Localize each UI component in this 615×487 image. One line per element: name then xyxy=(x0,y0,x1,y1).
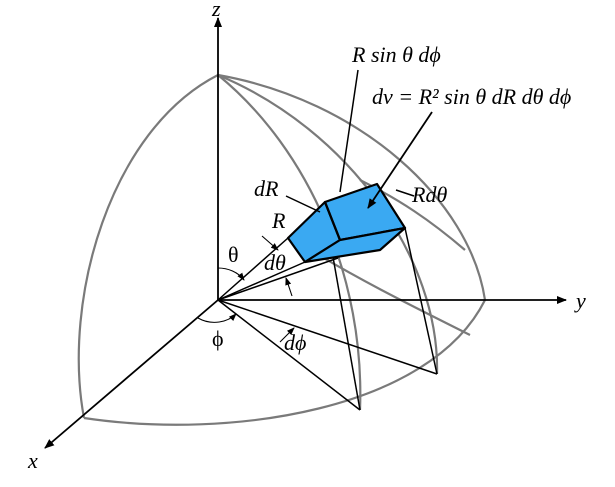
projection-line-2 xyxy=(217,299,438,375)
phi-arc xyxy=(197,313,237,323)
drop-line-2 xyxy=(404,227,438,375)
leader-Rdtheta xyxy=(395,189,415,197)
leader-arc-length-phi xyxy=(339,69,359,193)
meridian-yz xyxy=(217,73,487,301)
dR-label: dR xyxy=(254,176,279,201)
dphi-label: dϕ xyxy=(284,330,306,355)
arc-length-phi-label: R sin θ dϕ xyxy=(351,42,441,67)
volume-side-face xyxy=(303,226,407,264)
coordinate-axes: z y x xyxy=(27,0,586,473)
angle-markers xyxy=(197,235,295,343)
leader-lines xyxy=(285,69,433,213)
leader-dR xyxy=(285,195,321,213)
annotations: R sin θ dϕ dv = R² sin θ dR dθ dϕ Rdθ dR… xyxy=(212,42,571,355)
radius-line-2 xyxy=(217,257,339,301)
volume-pointer-arrow xyxy=(367,111,433,209)
meridian-xz xyxy=(77,74,219,419)
dtheta-arrow-top xyxy=(261,235,279,251)
equator-arc xyxy=(83,299,486,426)
projection-line-1 xyxy=(217,299,361,411)
radius-line-3 xyxy=(217,261,306,301)
volume-edge-top xyxy=(323,201,342,241)
volume-formula-label: dv = R² sin θ dR dθ dϕ xyxy=(372,84,571,109)
volume-element xyxy=(286,182,407,264)
theta-label: θ xyxy=(228,242,239,267)
x-axis xyxy=(44,299,219,449)
dtheta-label: dθ xyxy=(264,250,286,275)
arc-length-theta-label: Rdθ xyxy=(411,182,447,207)
R-label: R xyxy=(271,208,286,233)
z-axis-label: z xyxy=(211,0,221,21)
dtheta-arrow-bottom xyxy=(285,277,293,297)
drop-line-1 xyxy=(329,239,361,411)
theta-arc xyxy=(217,267,245,281)
x-axis-label: x xyxy=(27,448,38,473)
dphi-arc xyxy=(279,327,295,343)
phi-label: ϕ xyxy=(212,326,224,351)
y-axis-label: y xyxy=(574,288,586,313)
